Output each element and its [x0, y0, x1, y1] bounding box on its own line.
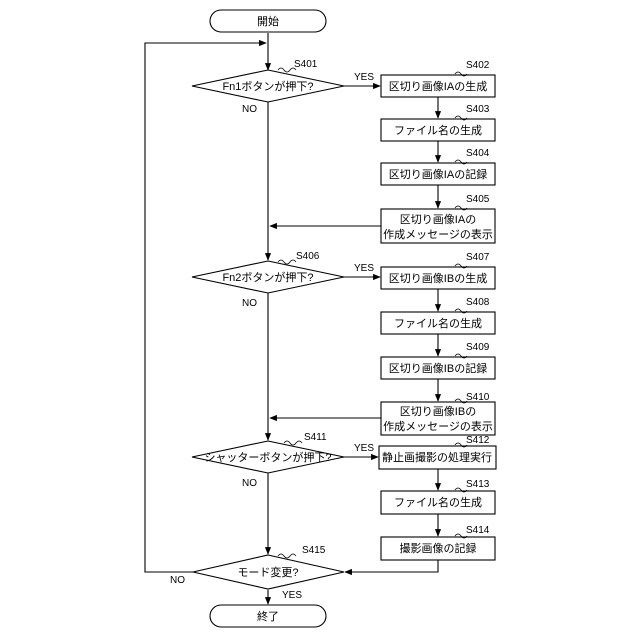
process-s407: 区切り画像IBの生成 S407 — [381, 252, 495, 289]
s411-yes-label: YES — [354, 443, 374, 454]
process-s408-text: ファイル名の生成 — [394, 316, 482, 330]
process-s413-text: ファイル名の生成 — [394, 495, 482, 509]
step-label-s413: S413 — [466, 479, 490, 490]
decision-s406-text: Fn2ボタンが押下? — [222, 270, 313, 284]
s415-yes-label: YES — [282, 590, 302, 601]
s406-no-label: NO — [242, 298, 257, 309]
process-s403-text: ファイル名の生成 — [394, 123, 482, 137]
step-label-s406: S406 — [296, 251, 320, 262]
step-label-s411: S411 — [304, 432, 327, 443]
process-s409-text: 区切り画像IBの記録 — [389, 361, 487, 375]
s411-no-label: NO — [242, 478, 257, 489]
process-s405-text-line1: 区切り画像IAの — [400, 213, 476, 226]
connector-s414-s415 — [345, 560, 438, 572]
process-s407-text: 区切り画像IBの生成 — [389, 271, 487, 285]
s415-no-label: NO — [170, 575, 185, 586]
step-label-s402: S402 — [466, 60, 490, 71]
decision-s411-text: シャッターボタンが押下? — [204, 450, 331, 464]
step-label-s410: S410 — [466, 392, 490, 403]
step-label-s412: S412 — [466, 435, 490, 446]
end-label: 終了 — [257, 609, 279, 623]
process-s402-text: 区切り画像IAの生成 — [389, 79, 487, 93]
s401-no-label: NO — [242, 104, 257, 115]
start-terminal: 開始 — [210, 10, 326, 32]
step-label-s405: S405 — [466, 194, 490, 205]
process-s412: 静止画撮影の処理実行 S412 — [379, 435, 496, 469]
process-s405-text-line2: 作成メッセージの表示 — [383, 227, 493, 241]
step-label-s409: S409 — [466, 342, 490, 353]
s406-yes-label: YES — [354, 263, 374, 274]
decision-s415-text: モード変更? — [237, 565, 298, 579]
process-s410-text-line1: 区切り画像IBの — [400, 405, 476, 418]
process-s412-text: 静止画撮影の処理実行 — [382, 450, 492, 464]
start-label: 開始 — [257, 14, 279, 28]
process-s402: 区切り画像IAの生成 S402 — [381, 60, 495, 97]
decision-s401-text: Fn1ボタンが押下? — [222, 79, 313, 93]
process-s404-text: 区切り画像IAの記録 — [389, 167, 487, 181]
s401-yes-label: YES — [354, 72, 374, 83]
step-label-s407: S407 — [466, 252, 490, 263]
process-s414-text: 撮影画像の記録 — [400, 541, 477, 555]
step-label-s408: S408 — [466, 297, 490, 308]
step-label-s403: S403 — [466, 104, 490, 115]
step-label-s401: S401 — [294, 59, 318, 70]
end-terminal: 終了 — [210, 605, 326, 627]
process-s410-text-line2: 作成メッセージの表示 — [383, 419, 493, 433]
step-label-s414: S414 — [466, 525, 490, 536]
step-label-s415: S415 — [302, 545, 326, 556]
step-label-s404: S404 — [466, 148, 490, 159]
